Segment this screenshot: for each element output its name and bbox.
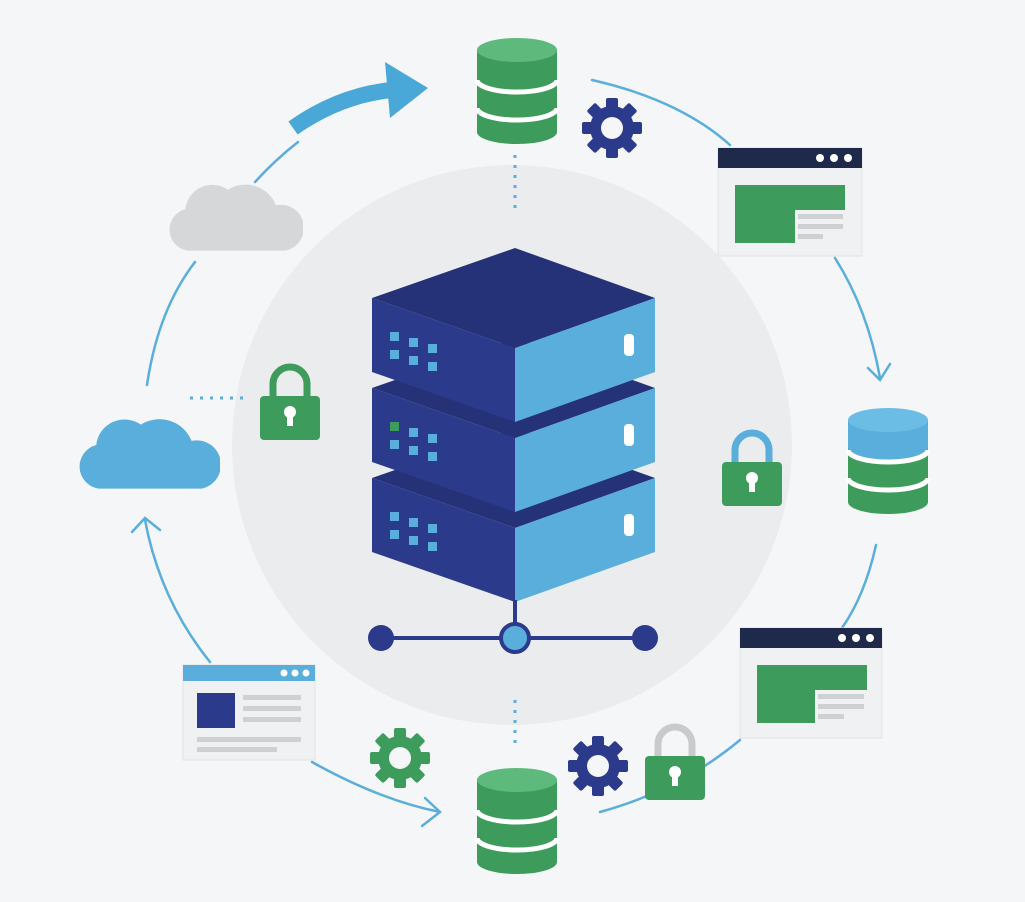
arc-top-right (590, 78, 732, 147)
browser-window-icon-right-lower (739, 627, 883, 739)
network-hub-icon (368, 600, 658, 654)
browser-window-icon-left (182, 664, 316, 761)
cloud-icon-blue (79, 419, 220, 489)
gear-icon-top (582, 98, 642, 158)
arc-top-left (253, 140, 300, 184)
arc-left-lower (143, 518, 212, 664)
browser-window-icon-right-upper (717, 147, 863, 257)
database-icon-right (845, 408, 931, 514)
cloud-icon-gray (169, 184, 303, 251)
server-unit-top (372, 248, 655, 422)
arrowhead-right (866, 362, 892, 382)
database-icon-bottom (477, 768, 557, 874)
gear-icon-bottom-left (370, 728, 430, 788)
arc-right-upper (833, 256, 882, 380)
gear-icon-bottom-right (568, 736, 628, 796)
database-icon-top (477, 38, 557, 144)
lock-icon-bottom (645, 727, 705, 800)
server-stack-icon (372, 248, 655, 602)
dotted-connectors (190, 155, 517, 748)
arrow-icon (288, 82, 393, 135)
arc-left-upper (145, 260, 197, 387)
arc-bottom-left (310, 760, 442, 814)
arrowhead-left (130, 516, 162, 534)
arrowhead-icon (385, 62, 428, 118)
arc-right-lower (840, 543, 878, 630)
arrowhead-bottom (420, 796, 442, 828)
